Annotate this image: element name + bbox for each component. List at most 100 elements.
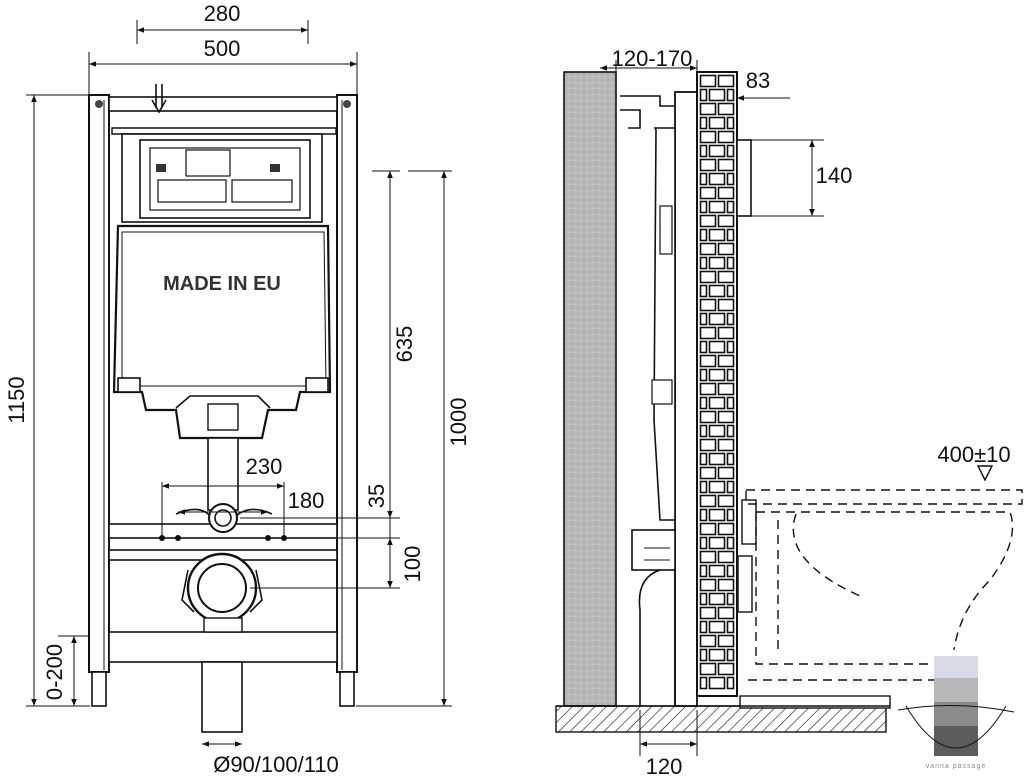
brick [717, 494, 735, 508]
brick [708, 508, 726, 522]
dim-1000: 1000 [356, 170, 471, 707]
dim-500: 500 [88, 36, 358, 96]
brick [717, 74, 735, 88]
brick [699, 424, 708, 438]
brick [726, 396, 735, 410]
dim-label-500: 500 [204, 36, 241, 61]
brick [726, 424, 735, 438]
brick [708, 620, 726, 634]
brick [699, 228, 708, 242]
dim-1150: 1150 [4, 94, 90, 707]
brick [699, 452, 708, 466]
brick [726, 312, 735, 326]
dim-35: 35 [240, 484, 400, 539]
brick [708, 676, 726, 690]
dim-0-200: 0-200 [42, 635, 90, 706]
brick [699, 326, 717, 340]
dim-label-100: 100 [400, 546, 425, 583]
dim-label-1150: 1150 [4, 376, 29, 423]
brick [699, 354, 717, 368]
brick [717, 550, 735, 564]
dim-label-280: 280 [204, 1, 241, 26]
brick [708, 200, 726, 214]
brick [726, 648, 735, 662]
brick [699, 480, 708, 494]
floor-section [555, 705, 887, 733]
brick [708, 480, 726, 494]
dim-280: 280 [136, 1, 309, 44]
brick [708, 424, 726, 438]
dim-180: 180 [178, 488, 325, 515]
brick [699, 256, 708, 270]
brick [726, 88, 735, 102]
wall-section [563, 71, 617, 707]
brick [708, 116, 726, 130]
brick [699, 116, 708, 130]
brick [717, 662, 735, 676]
brick [708, 564, 726, 578]
brick [699, 312, 708, 326]
brick [699, 200, 708, 214]
brick [708, 396, 726, 410]
brick [726, 452, 735, 466]
brick [717, 326, 735, 340]
dim-label-180: 180 [288, 488, 325, 513]
brick [699, 74, 717, 88]
brick [726, 144, 735, 158]
brick [699, 438, 717, 452]
brick [708, 88, 726, 102]
brick [699, 88, 708, 102]
brick [699, 550, 717, 564]
dim-label-120: 120 [646, 754, 683, 779]
brick [717, 158, 735, 172]
brick [717, 270, 735, 284]
dim-label-400: 400±10 [937, 442, 1010, 467]
brick [699, 410, 717, 424]
brick [726, 116, 735, 130]
cistern-tank: MADE IN EU [111, 127, 337, 440]
brick [699, 214, 717, 228]
front-view: 280 500 1150 0-200 [4, 1, 471, 777]
flush-plate [736, 139, 752, 217]
tank-stamp-label: MADE IN EU [163, 273, 281, 295]
brick [717, 102, 735, 116]
brick [699, 158, 717, 172]
brick [726, 172, 735, 186]
brick [726, 536, 735, 550]
brick [726, 508, 735, 522]
dim-label-pipe-diameter: Ø90/100/110 [213, 752, 339, 777]
brick [699, 340, 708, 354]
brick [708, 452, 726, 466]
brick [708, 340, 726, 354]
dim-635: 635 [372, 170, 417, 518]
brick [699, 662, 717, 676]
brick [726, 368, 735, 382]
brick [717, 634, 735, 648]
brick [708, 284, 726, 298]
brick [726, 228, 735, 242]
brick [699, 396, 708, 410]
brick [699, 676, 708, 690]
dim-label-230: 230 [246, 454, 283, 479]
brick [708, 592, 726, 606]
logo-mark-icon [897, 704, 1015, 713]
brick [699, 102, 717, 116]
brick [699, 466, 717, 480]
brick [699, 130, 717, 144]
brick [717, 382, 735, 396]
brick [717, 410, 735, 424]
brick [708, 228, 726, 242]
brick [699, 494, 717, 508]
brick [726, 676, 735, 690]
brick [699, 522, 717, 536]
brick [708, 172, 726, 186]
brick [699, 606, 717, 620]
brick [717, 214, 735, 228]
brick [699, 144, 708, 158]
watermark-text: vanna passage [926, 763, 986, 770]
brick [717, 354, 735, 368]
brick [726, 564, 735, 578]
brick [717, 438, 735, 452]
brick [699, 564, 708, 578]
